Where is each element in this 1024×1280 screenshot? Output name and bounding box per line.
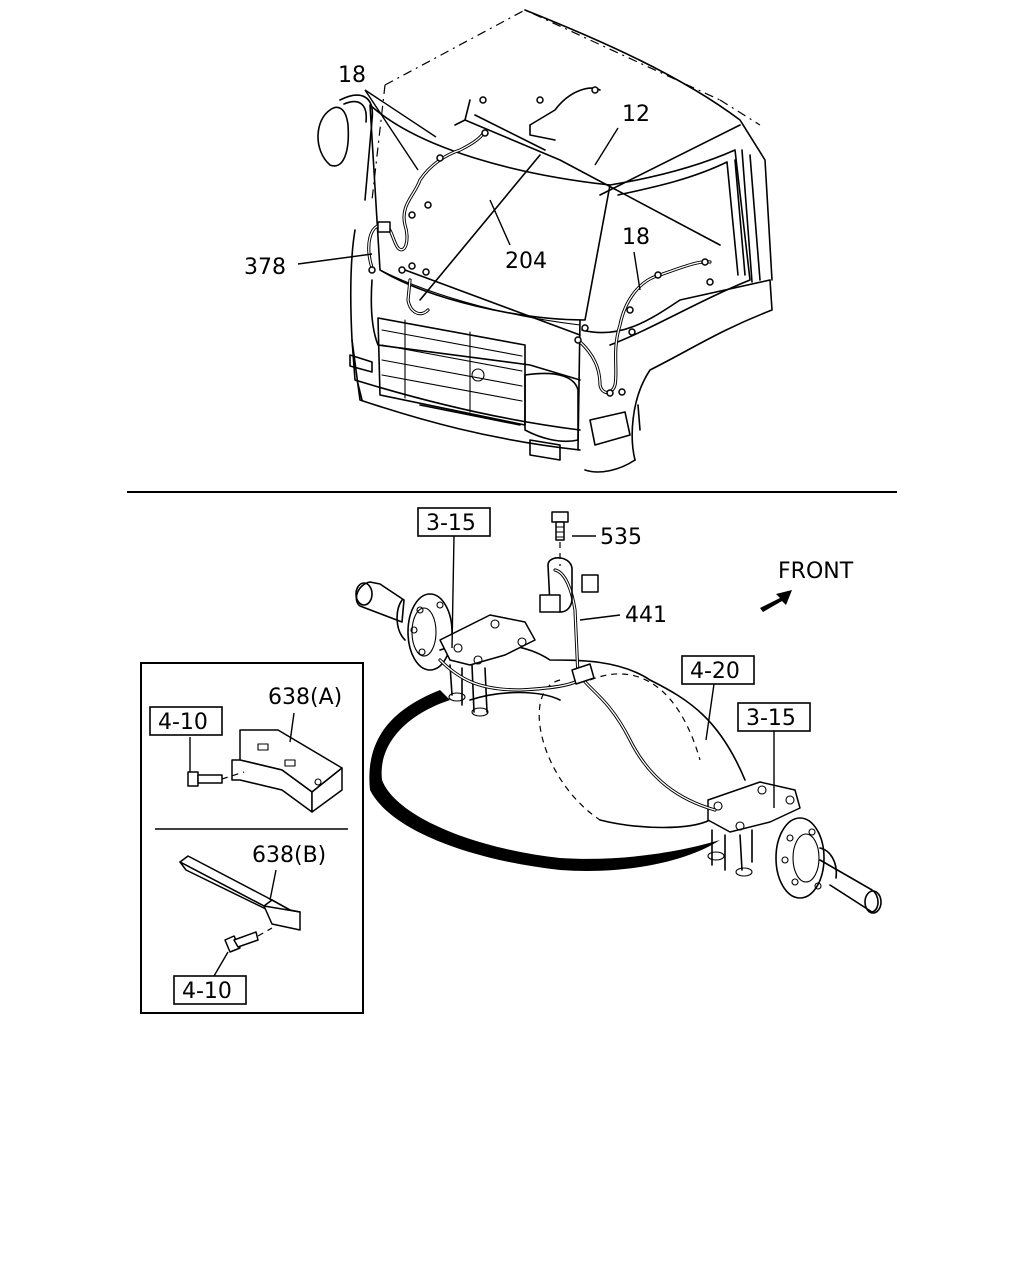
bracket-detail-inset: 638(A) 638(B) 4-10 4-10 [140,662,364,1014]
svg-text:535: 535 [600,525,642,550]
rear-axle-illustration [355,511,882,914]
front-arrow-icon [760,590,792,612]
svg-text:378: 378 [244,255,286,280]
callout-18-right: 18 [622,225,650,291]
ref-4-20[interactable]: 4-20 [681,655,755,741]
svg-text:FRONT: FRONT [778,559,854,584]
svg-text:3-15: 3-15 [746,706,796,731]
callout-441: 441 [579,603,667,628]
svg-text:4-10: 4-10 [182,979,232,1004]
callout-204: 204 [489,199,547,274]
svg-text:4-10: 4-10 [158,710,208,735]
svg-text:4-20: 4-20 [690,659,740,684]
callout-535: 535 [572,525,642,550]
ref-3-15-right[interactable]: 3-15 [737,702,811,808]
front-direction-indicator: FRONT [760,559,854,612]
svg-text:3-15: 3-15 [426,511,476,536]
svg-text:441: 441 [625,603,667,628]
bracket-638a-drawing: 638(A) [187,685,343,813]
svg-text:638(B): 638(B) [252,843,326,868]
svg-text:12: 12 [622,102,650,127]
callout-12: 12 [594,102,650,166]
callout-378: 378 [244,253,373,280]
ref-3-15-left[interactable]: 3-15 [417,507,491,649]
svg-text:204: 204 [505,249,547,274]
truck-cab-illustration [317,9,773,473]
bracket-638b-drawing: 638(B) [179,843,326,977]
svg-text:18: 18 [338,63,366,88]
right-wiring-harness [574,258,714,397]
ref-4-10-bottom[interactable]: 4-10 [173,975,247,1005]
svg-text:18: 18 [622,225,650,250]
callout-18-top: 18 [338,63,437,171]
ref-4-10-top[interactable]: 4-10 [149,706,223,736]
left-wiring-harness [367,86,599,316]
svg-text:638(A): 638(A) [268,685,342,710]
